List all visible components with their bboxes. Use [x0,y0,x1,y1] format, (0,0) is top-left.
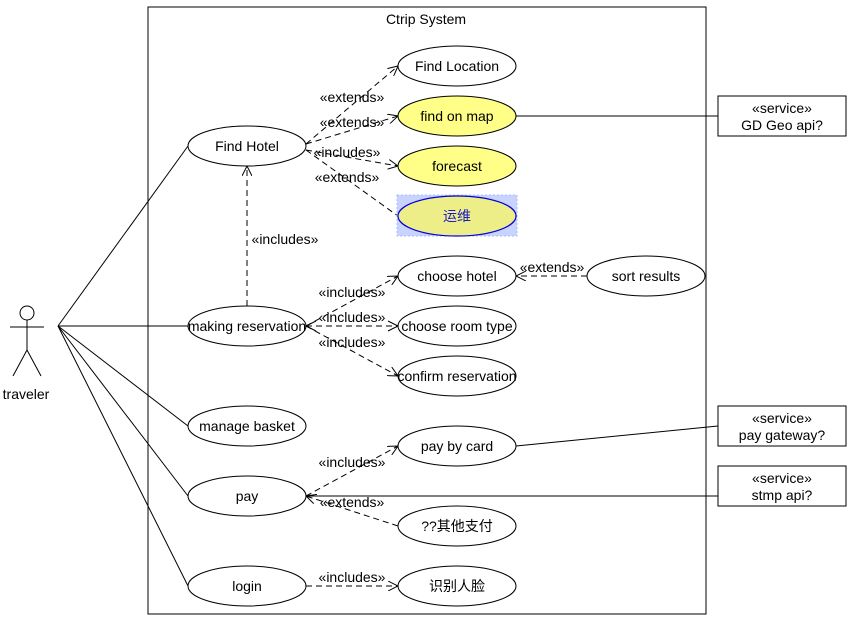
label-inc-choose-hotel: «includes» [319,284,386,300]
actor-left-leg [12,349,28,377]
rel-choose-hotel [305,276,398,327]
use-case-find-location[interactable]: Find Location [397,45,517,87]
use-case-label: choose hotel [417,268,496,284]
rel-yunwei [305,149,399,217]
rel-confirm [305,325,398,376]
label-inc-pay-card: «includes» [319,454,386,470]
rel-find-location [305,66,398,145]
use-case-label: login [232,578,262,594]
use-case-label: making reservation [188,318,306,334]
actor-right-leg [26,349,42,377]
label-inc-confirm: «includes» [319,334,386,350]
use-case-choose-room-type[interactable]: choose room type [397,305,517,347]
label-inc-face: «includes» [319,569,386,585]
service-stereotype: «service» [752,410,812,426]
use-case-label: pay [236,488,259,504]
label-ext-other-payment: «extends» [320,494,385,510]
use-case-label: sort results [612,268,680,284]
use-case-manage-basket[interactable]: manage basket [187,405,307,447]
use-case-label: forecast [432,158,482,174]
service-pay-gateway[interactable]: «service» pay gateway? [717,405,847,447]
use-case-login[interactable]: login [187,565,307,607]
service-smtp[interactable]: «service» stmp api? [717,465,847,507]
use-case-label: 识别人脸 [429,578,485,594]
use-case-face-recognition[interactable]: 识别人脸 [397,565,517,607]
use-case-label: manage basket [199,418,295,434]
label-inc-reservation-hotel: «includes» [252,231,319,247]
use-case-making-reservation[interactable]: making reservation [187,305,307,347]
service-name: stmp api? [752,487,813,503]
assoc-manage-basket [57,325,189,427]
label-ext-find-location: «extends» [320,89,385,105]
service-stereotype: «service» [752,470,812,486]
label-ext-find-on-map: «extends» [320,114,385,130]
service-name: GD Geo api? [741,117,823,133]
use-case-label: ??其他支付 [421,518,493,534]
use-case-choose-hotel[interactable]: choose hotel [397,255,517,297]
use-case-find-on-map[interactable]: find on map [397,95,517,137]
assoc-pay-gateway [515,425,719,447]
assoc-pay [57,325,189,497]
actor-label: traveler [3,386,50,402]
assoc-find-hotel [57,145,189,327]
service-name: pay gateway? [739,427,826,443]
use-case-find-hotel[interactable]: Find Hotel [187,125,307,167]
label-inc-choose-room: «includes» [319,309,386,325]
use-case-label: 运维 [443,208,471,224]
use-case-sort-results[interactable]: sort results [586,255,706,297]
use-case-confirm-reservation[interactable]: confirm reservation [397,355,517,397]
use-case-other-payment[interactable]: ??其他支付 [397,505,517,547]
label-inc-forecast: «includes» [314,144,381,160]
actor-traveler[interactable]: traveler [3,305,50,402]
use-case-label: choose room type [401,318,512,334]
actor-head [19,305,35,321]
use-case-pay[interactable]: pay [187,475,307,517]
use-case-label: Find Hotel [215,138,279,154]
use-case-forecast[interactable]: forecast [397,145,517,187]
use-case-pay-by-card[interactable]: pay by card [397,425,517,467]
rel-forecast [305,149,398,166]
rel-pay-card [305,446,398,497]
use-case-label: Find Location [415,58,499,74]
service-stereotype: «service» [752,100,812,116]
use-case-label: pay by card [421,438,493,454]
system-title: Ctrip System [386,11,466,27]
use-case-label: find on map [420,108,493,124]
use-case-label: confirm reservation [397,368,516,384]
rel-find-on-map [305,116,398,145]
use-case-yunwei[interactable]: 运维 [396,194,518,237]
rel-other-payment [306,496,399,527]
label-ext-sort-results: «extends» [520,259,585,275]
service-gd-geo[interactable]: «service» GD Geo api? [717,95,847,137]
label-ext-yunwei: «extends» [315,169,380,185]
assoc-login [57,325,189,587]
